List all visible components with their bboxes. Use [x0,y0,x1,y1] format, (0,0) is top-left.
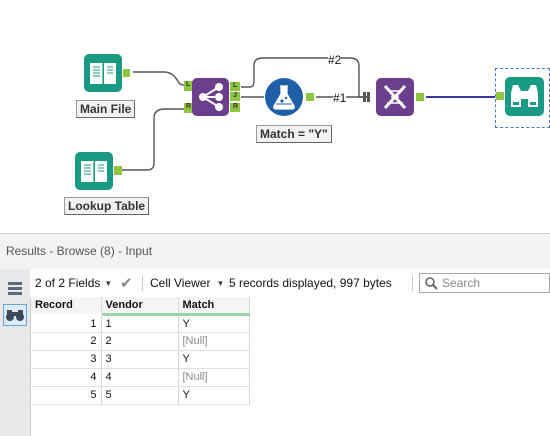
results-panel: Results - Browse (8) - Input 2 of 2 Fiel… [0,233,550,436]
search-box[interactable] [419,273,550,293]
join-left-input-anchor[interactable]: L [186,81,191,88]
record-cell: 4 [31,368,102,387]
join-tool[interactable]: L R L J R [184,78,244,118]
formula-flask-icon [257,78,314,116]
apply-fields-button[interactable]: ✔ [120,269,133,297]
column-header-match[interactable]: Match [178,297,250,316]
record-cell: 1 [31,314,102,333]
connection-label-1: #1 [333,91,347,105]
fields-selector[interactable]: 2 of 2 Fields ▼ [35,269,112,297]
lookup-table-tool[interactable] [75,152,122,190]
lookup-table-label: Lookup Table [64,197,150,215]
input-book-icon [84,54,130,92]
cell-viewer-selector[interactable]: Cell Viewer ▼ [150,269,224,297]
results-title: Results - Browse (8) - Input [6,244,153,258]
vendor-cell[interactable]: 4 [101,368,179,387]
search-input[interactable] [442,276,542,290]
join-right-input-anchor[interactable]: R [186,103,192,110]
table-view-button[interactable] [3,277,27,299]
vendor-cell[interactable]: 1 [101,314,179,333]
main-file-tool[interactable] [84,54,130,92]
match-cell[interactable]: [Null] [178,332,250,351]
join-icon [184,78,240,116]
join-join-output-anchor[interactable]: J [233,92,237,99]
formula-label: Match = "Y" [256,125,332,143]
search-icon [424,276,438,290]
table-row[interactable]: 3 3 Y [31,350,250,369]
column-header-record[interactable]: Record [31,297,102,314]
records-status: 5 records displayed, 997 bytes [229,276,392,290]
binoculars-icon [6,310,24,321]
match-cell[interactable]: Y [178,350,250,369]
input-book-icon [75,152,122,190]
results-toolbar: 2 of 2 Fields ▼ ✔ Cell Viewer ▼ 5 record… [30,269,550,297]
workflow-canvas[interactable]: Main File Lookup Table L R L [0,0,550,233]
chevron-down-icon: ▼ [104,278,113,288]
results-grid: Record Vendor Match 1 1 Y 2 2 [Null] 3 [31,297,550,436]
record-cell: 3 [31,350,102,369]
join-right-output-anchor[interactable]: R [233,103,239,110]
browse-tool[interactable] [495,68,550,128]
record-cell: 2 [31,332,102,351]
match-cell[interactable]: Y [178,386,250,405]
match-cell[interactable]: Y [178,314,250,333]
dna-union-icon [363,78,424,116]
vendor-cell[interactable]: 5 [101,386,179,405]
cell-viewer-label: Cell Viewer [150,276,211,290]
vendor-cell[interactable]: 2 [101,332,179,351]
union-tool[interactable] [363,78,426,118]
table-row[interactable]: 2 2 [Null] [31,332,250,351]
record-cell: 5 [31,386,102,405]
connection-label-2: #2 [328,53,342,67]
browse-view-button[interactable] [3,304,27,326]
list-lines-icon [8,282,22,295]
binoculars-browse-icon [496,77,544,116]
main-file-label: Main File [76,100,136,118]
toolbar-divider [412,275,413,291]
fields-label: 2 of 2 Fields [35,276,101,290]
formula-tool[interactable] [257,78,316,118]
toolbar-divider [142,275,143,291]
column-header-vendor[interactable]: Vendor [101,297,179,316]
table-row[interactable]: 1 1 Y [31,314,250,333]
table-row[interactable]: 4 4 [Null] [31,368,250,387]
table-row[interactable]: 5 5 Y [31,386,250,405]
records-table: Record Vendor Match 1 1 Y 2 2 [Null] 3 [31,297,250,405]
results-sidebar [0,269,31,436]
checkmark-icon: ✔ [120,275,133,292]
vendor-cell[interactable]: 3 [101,350,179,369]
join-left-output-anchor[interactable]: L [233,82,238,89]
match-cell[interactable]: [Null] [178,368,250,387]
chevron-down-icon: ▼ [216,278,225,288]
